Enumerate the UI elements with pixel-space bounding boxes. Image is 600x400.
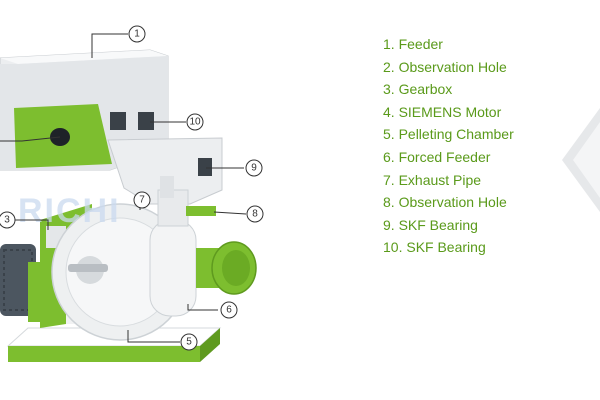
leader-8 xyxy=(213,211,247,215)
callout-8: 8 xyxy=(246,205,264,223)
svg-text:10: 10 xyxy=(189,117,201,128)
leader-6 xyxy=(187,304,218,311)
legend-item-skf-bearing-2: 10. SKF Bearing xyxy=(383,239,486,256)
motor-fins xyxy=(3,249,33,311)
motor-body xyxy=(0,244,36,316)
callout-1: 1 xyxy=(128,25,146,43)
legend-item-gearbox: 3. Gearbox xyxy=(383,81,453,98)
chamber-door xyxy=(149,219,197,317)
leader-3 xyxy=(14,219,49,230)
chamber-handle xyxy=(68,264,108,272)
svg-text:3: 3 xyxy=(4,215,10,226)
svg-text:6: 6 xyxy=(226,305,232,316)
machine-base-side xyxy=(200,328,220,362)
svg-text:7: 7 xyxy=(139,195,145,206)
skf-bearing-9 xyxy=(198,158,212,176)
legend-item-observation-hole-2: 8. Observation Hole xyxy=(383,194,507,211)
callout-5: 5 xyxy=(180,333,198,351)
legend-item-pelleting-chamber: 5. Pelleting Chamber xyxy=(383,126,514,143)
legend-item-skf-bearing: 9. SKF Bearing xyxy=(383,216,478,233)
observation-hole-8 xyxy=(186,206,216,216)
brand-watermark: RICHI xyxy=(18,192,121,230)
bearing-left xyxy=(110,112,126,130)
feeder-hopper-top xyxy=(0,50,168,64)
machine-base xyxy=(8,346,200,362)
motor-mount xyxy=(28,262,42,322)
callout-10: 10 xyxy=(186,113,204,131)
callouts xyxy=(0,33,247,343)
legend-item-observation-hole: 2. Observation Hole xyxy=(383,58,507,75)
svg-text:5: 5 xyxy=(186,337,192,348)
exhaust-pipe xyxy=(160,176,174,198)
svg-text:8: 8 xyxy=(252,209,258,220)
callout-7: 7 xyxy=(133,191,151,209)
callout-9: 9 xyxy=(245,159,263,177)
leader-5 xyxy=(127,330,180,343)
parts-legend: 1. Feeder 2. Observation Hole 3. Gearbox… xyxy=(383,33,514,259)
leader-1 xyxy=(91,33,128,58)
svg-text:9: 9 xyxy=(251,163,257,174)
decorative-chevron-inner xyxy=(573,122,600,198)
leader-2 xyxy=(0,136,61,142)
callout-6: 6 xyxy=(220,301,238,319)
skf-bearing-10 xyxy=(138,112,154,130)
legend-item-forced-feeder: 6. Forced Feeder xyxy=(383,148,491,165)
legend-item-feeder: 1. Feeder xyxy=(383,36,443,52)
callout-3: 3 xyxy=(0,211,16,229)
legend-item-siemens-motor: 4. SIEMENS Motor xyxy=(383,103,502,120)
svg-text:1: 1 xyxy=(134,29,140,40)
forced-feeder-hopper xyxy=(107,137,223,205)
legend-item-exhaust-pipe: 7. Exhaust Pipe xyxy=(383,171,482,188)
forced-feeder-motor-face xyxy=(222,250,250,286)
